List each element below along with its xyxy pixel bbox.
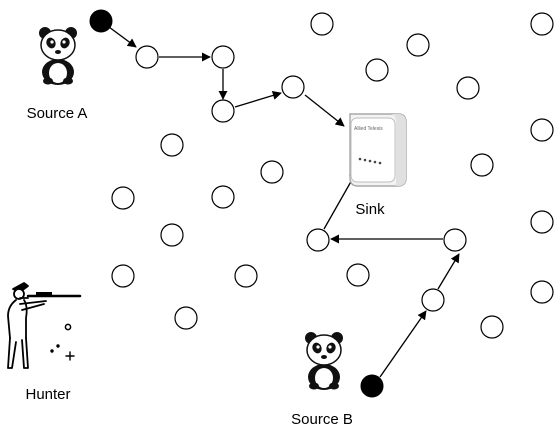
source-a-node — [89, 9, 113, 33]
route-node — [211, 99, 235, 123]
hunter-label: Hunter — [25, 386, 70, 403]
route-node — [135, 45, 159, 69]
sensor-node — [174, 306, 198, 330]
route-edge — [379, 310, 427, 378]
router-icon: Allied Telesis — [349, 113, 407, 187]
sensor-node — [470, 153, 494, 177]
route-a — [89, 9, 345, 127]
sensor-node — [456, 76, 480, 100]
route-node — [421, 288, 445, 312]
sensor-node — [211, 185, 235, 209]
sink-label: Sink — [355, 201, 385, 218]
route-node — [443, 228, 467, 252]
sensor-nodes — [111, 12, 554, 339]
sensor-node — [480, 315, 504, 339]
route-node — [211, 45, 235, 69]
device-brand-text: Allied Telesis — [354, 126, 383, 132]
route-node — [306, 228, 330, 252]
sensor-node — [111, 264, 135, 288]
panda-icon — [305, 332, 343, 390]
route-edge — [437, 253, 460, 290]
sensor-node — [406, 33, 430, 57]
source-a-label: Source A — [27, 105, 88, 122]
source-b-label: Source B — [291, 411, 353, 428]
sensor-node — [365, 58, 389, 82]
source-b-node — [360, 374, 384, 398]
sensor-node — [160, 133, 184, 157]
sensor-node — [530, 118, 554, 142]
sensor-node — [234, 264, 258, 288]
sensor-node — [160, 223, 184, 247]
sensor-node — [260, 160, 284, 184]
route-edge — [304, 94, 345, 127]
sensor-node — [530, 12, 554, 36]
hunter-icon — [7, 282, 82, 369]
sensor-node — [310, 12, 334, 36]
route-node — [281, 75, 305, 99]
route-b — [306, 170, 467, 398]
sensor-node — [111, 186, 135, 210]
sensor-node — [346, 263, 370, 287]
sensor-node — [530, 210, 554, 234]
sensor-node — [530, 280, 554, 304]
route-edge — [108, 26, 137, 48]
route-edge — [234, 91, 282, 108]
panda-icon — [39, 27, 77, 85]
